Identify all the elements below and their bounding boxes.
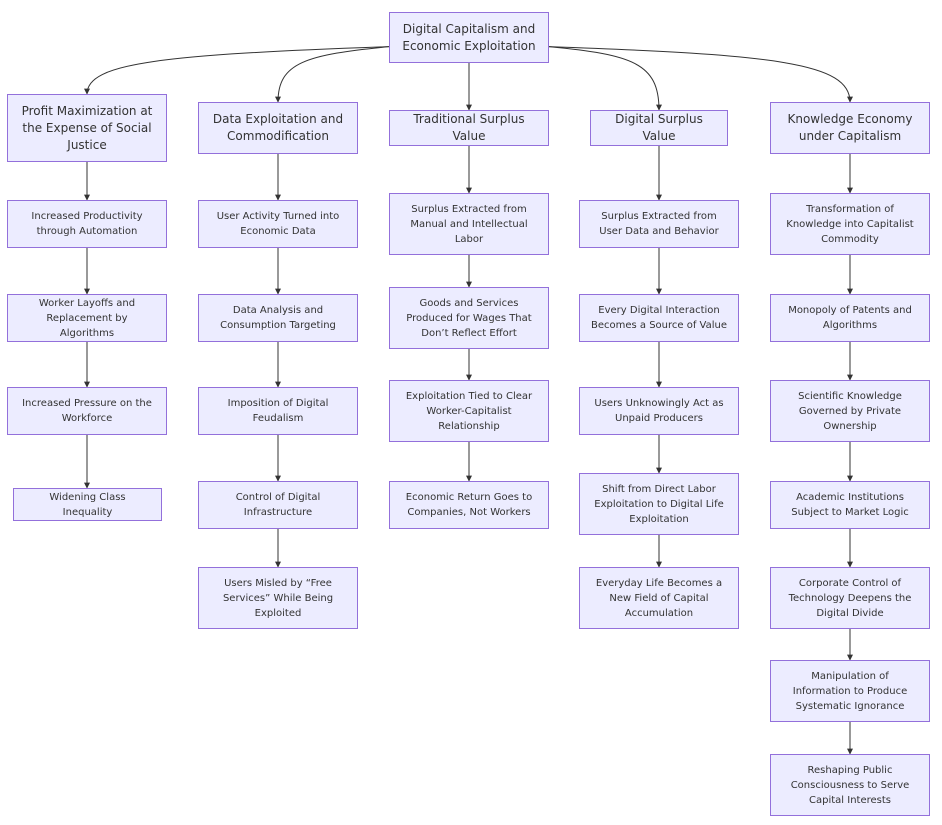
node-label: Shift from Direct Labor Exploitation to …: [594, 483, 724, 525]
node-increased-pressure: Increased Pressure on the Workforce: [7, 387, 167, 435]
node-unpaid-producers: Users Unknowingly Act as Unpaid Producer…: [579, 387, 739, 435]
node-label: Traditional Surplus Value: [413, 112, 525, 143]
node-digital-surplus: Digital Surplus Value: [590, 110, 728, 146]
node-label: Worker Layoffs and Replacement by Algori…: [38, 297, 136, 339]
node-label: Imposition of Digital Feudalism: [227, 398, 329, 424]
node-label: Monopoly of Patents and Algorithms: [788, 305, 912, 331]
node-label: Increased Pressure on the Workforce: [22, 398, 152, 424]
edge-root-to-column-2: [275, 46, 390, 103]
node-economic-return: Economic Return Goes to Companies, Not W…: [389, 481, 549, 529]
node-label: Digital Surplus Value: [615, 112, 703, 143]
node-user-activity: User Activity Turned into Economic Data: [198, 200, 358, 248]
node-label: Manipulation of Information to Produce S…: [792, 670, 908, 712]
node-root: Digital Capitalism and Economic Exploita…: [389, 12, 549, 63]
node-label: Exploitation Tied to Clear Worker-Capita…: [405, 390, 533, 432]
node-shift-direct-labor: Shift from Direct Labor Exploitation to …: [579, 473, 739, 535]
node-label: Economic Return Goes to Companies, Not W…: [405, 492, 533, 518]
node-information-manipulation: Manipulation of Information to Produce S…: [770, 660, 930, 722]
node-corporate-control: Corporate Control of Technology Deepens …: [770, 567, 930, 629]
node-data-analysis: Data Analysis and Consumption Targeting: [198, 294, 358, 342]
node-label: Transformation of Knowledge into Capital…: [786, 203, 914, 245]
node-label: Increased Productivity through Automatio…: [31, 211, 143, 237]
node-widening-inequality: Widening Class Inequality: [13, 488, 162, 521]
node-patent-monopoly: Monopoly of Patents and Algorithms: [770, 294, 930, 342]
node-label: Digital Capitalism and Economic Exploita…: [402, 21, 536, 53]
edge-root-to-column-1: [84, 46, 390, 95]
node-label: Data Analysis and Consumption Targeting: [220, 305, 336, 331]
node-users-misled: Users Misled by “Free Services” While Be…: [198, 567, 358, 629]
node-label: Corporate Control of Technology Deepens …: [788, 577, 912, 619]
node-label: Surplus Extracted from Manual and Intell…: [410, 203, 528, 245]
node-digital-infrastructure: Control of Digital Infrastructure: [198, 481, 358, 529]
node-surplus-user-data: Surplus Extracted from User Data and Beh…: [579, 200, 739, 248]
node-academic-institutions: Academic Institutions Subject to Market …: [770, 481, 930, 529]
node-label: Profit Maximization at the Expense of So…: [21, 103, 153, 152]
node-everyday-life: Everyday Life Becomes a New Field of Cap…: [579, 567, 739, 629]
node-label: Academic Institutions Subject to Market …: [791, 492, 909, 518]
edge-root-to-column-4: [548, 46, 662, 111]
edge-root-to-column-5: [548, 46, 853, 103]
node-surplus-manual-labor: Surplus Extracted from Manual and Intell…: [389, 193, 549, 255]
node-public-consciousness: Reshaping Public Consciousness to Serve …: [770, 754, 930, 816]
node-label: User Activity Turned into Economic Data: [216, 211, 340, 237]
node-worker-capitalist: Exploitation Tied to Clear Worker-Capita…: [389, 380, 549, 442]
node-traditional-surplus: Traditional Surplus Value: [389, 110, 549, 146]
node-label: Reshaping Public Consciousness to Serve …: [790, 764, 910, 806]
node-label: Scientific Knowledge Governed by Private…: [798, 390, 902, 432]
node-private-ownership: Scientific Knowledge Governed by Private…: [770, 380, 930, 442]
node-label: Goods and Services Produced for Wages Th…: [406, 297, 532, 339]
node-label: Every Digital Interaction Becomes a Sour…: [590, 305, 728, 331]
node-increased-productivity: Increased Productivity through Automatio…: [7, 200, 167, 248]
node-label: Everyday Life Becomes a New Field of Cap…: [595, 577, 723, 619]
node-knowledge-economy: Knowledge Economy under Capitalism: [770, 102, 930, 154]
node-label: Control of Digital Infrastructure: [235, 492, 321, 518]
node-knowledge-commodity: Transformation of Knowledge into Capital…: [770, 193, 930, 255]
node-worker-layoffs: Worker Layoffs and Replacement by Algori…: [7, 294, 167, 342]
node-label: Users Unknowingly Act as Unpaid Producer…: [594, 398, 724, 424]
node-label: Widening Class Inequality: [49, 491, 126, 518]
node-label: Users Misled by “Free Services” While Be…: [222, 577, 334, 619]
node-digital-interaction: Every Digital Interaction Becomes a Sour…: [579, 294, 739, 342]
node-label: Data Exploitation and Commodification: [212, 112, 344, 143]
node-label: Surplus Extracted from User Data and Beh…: [599, 211, 719, 237]
node-digital-feudalism: Imposition of Digital Feudalism: [198, 387, 358, 435]
node-profit-maximization: Profit Maximization at the Expense of So…: [7, 94, 167, 162]
node-data-exploitation: Data Exploitation and Commodification: [198, 102, 358, 154]
node-goods-services-wages: Goods and Services Produced for Wages Th…: [389, 287, 549, 349]
node-label: Knowledge Economy under Capitalism: [787, 112, 913, 143]
